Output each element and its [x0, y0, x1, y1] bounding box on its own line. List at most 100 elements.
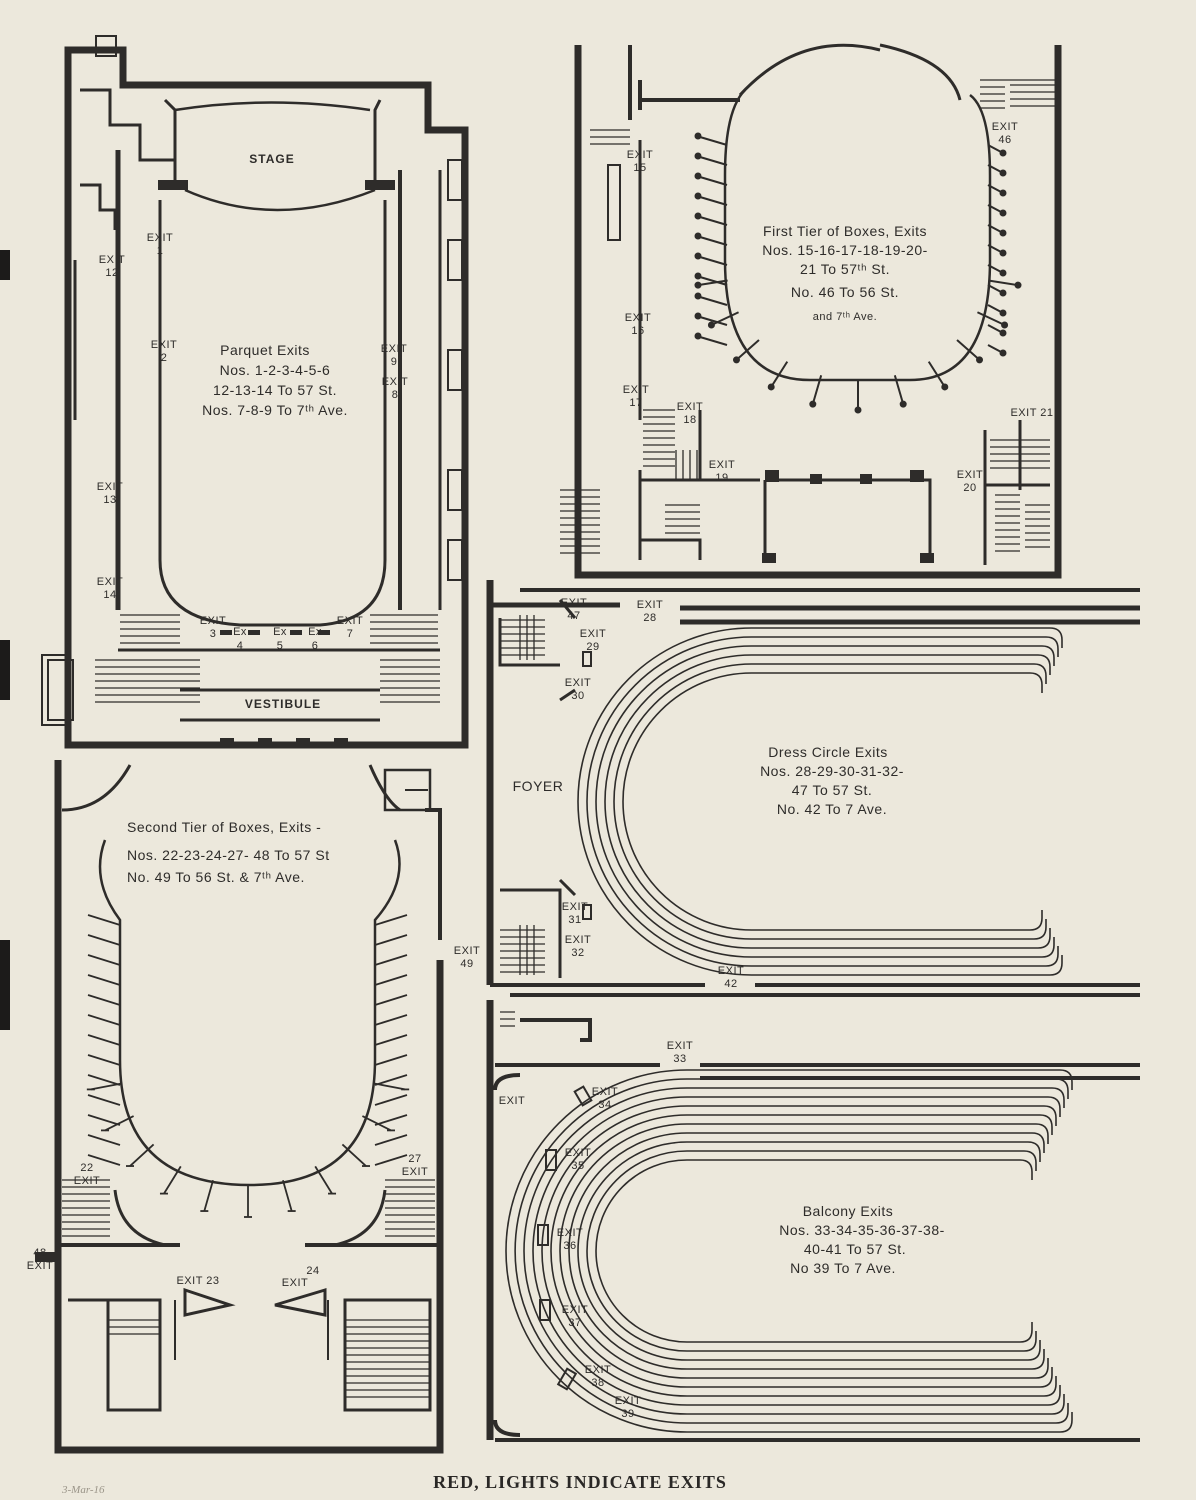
exit-word: EXIT	[957, 469, 983, 481]
exit-number: 35	[571, 1160, 584, 1172]
parquet-line: 12-13-14 To 57 St.	[213, 382, 337, 398]
second-tier-plan	[35, 760, 444, 1454]
exit-number: 2	[161, 352, 168, 364]
exit-word: EXIT	[562, 901, 588, 913]
exit-word: EXIT	[637, 599, 663, 611]
exit-marker-6: Ex 6	[308, 626, 322, 652]
exit-word: EXIT	[27, 1260, 53, 1272]
exit-number: 18	[683, 414, 696, 426]
dress-circle-title: Dress Circle Exits	[768, 744, 887, 760]
exit-number: 14	[103, 589, 116, 601]
exit-word: Ex	[233, 626, 247, 638]
exit-word: EXIT	[667, 1040, 693, 1052]
exit-word: EXIT	[580, 628, 606, 640]
exit-label: EXIT 21	[1010, 407, 1053, 419]
exit-number: 8	[392, 389, 399, 401]
vestibule-label: VESTIBULE	[245, 697, 321, 711]
exit-word: EXIT	[623, 384, 649, 396]
exit-word: Ex	[308, 626, 322, 638]
exit-word: EXIT	[382, 376, 408, 388]
exit-number: 38	[591, 1377, 604, 1389]
page-edge-damage	[0, 940, 10, 1030]
exit-number: 6	[312, 640, 319, 652]
exit-word: EXIT	[147, 232, 173, 244]
balcony-title: Balcony Exits	[803, 1203, 894, 1219]
exit-number: 3	[210, 628, 217, 640]
exit-word: EXIT	[454, 945, 480, 957]
exit-word: EXIT	[74, 1175, 100, 1187]
exit-number: 47	[567, 610, 580, 622]
first-tier-line: and 7ᵗʰ Ave.	[813, 311, 877, 323]
exit-word: EXIT	[627, 149, 653, 161]
first-tier-plan	[560, 43, 1062, 579]
exit-word: EXIT	[677, 401, 703, 413]
exit-number: 48	[33, 1247, 46, 1259]
labels: STAGE VESTIBULE FOYER Parquet Exits Nos.…	[27, 121, 1053, 1496]
exit-word: EXIT	[625, 312, 651, 324]
balcony-line: No 39 To 7 Ave.	[790, 1260, 896, 1276]
exit-word: EXIT	[561, 597, 587, 609]
exit-number: 24	[306, 1265, 319, 1277]
exit-number: 37	[568, 1317, 581, 1329]
exit-word: EXIT	[200, 615, 226, 627]
exit-word: EXIT	[97, 481, 123, 493]
exit-number: 7	[347, 628, 354, 640]
page-edge-damage	[0, 640, 10, 700]
exit-word: EXIT	[709, 459, 735, 471]
exit-word: EXIT	[585, 1364, 611, 1376]
exit-number: 16	[631, 325, 644, 337]
exit-number: 49	[460, 958, 473, 970]
first-tier-line: No. 46 To 56 St.	[791, 284, 899, 300]
exit-word: EXIT	[97, 576, 123, 588]
exit-number: 17	[629, 397, 642, 409]
exit-number: 29	[586, 641, 599, 653]
exit-number: 34	[598, 1099, 611, 1111]
exit-number: 39	[621, 1408, 634, 1420]
exit-number: 46	[998, 134, 1011, 146]
second-tier-line: No. 49 To 56 St. & 7ᵗʰ Ave.	[127, 869, 305, 885]
dress-circle-line: Nos. 28-29-30-31-32-	[760, 763, 904, 779]
exit-word: EXIT	[565, 934, 591, 946]
exit-number: 13	[103, 494, 116, 506]
second-tier-line: Nos. 22-23-24-27- 48 To 57 St	[127, 847, 330, 863]
exit-number: 22	[80, 1162, 93, 1174]
margin-pencil-note: 3-Mar-16	[61, 1484, 105, 1496]
exit-word: EXIT	[381, 343, 407, 355]
dress-circle-line: No. 42 To 7 Ave.	[777, 801, 887, 817]
exit-number: 20	[963, 482, 976, 494]
exit-word: EXIT	[565, 1147, 591, 1159]
exit-number: 31	[568, 914, 581, 926]
exit-word: EXIT	[565, 677, 591, 689]
exit-marker-4: Ex4	[233, 626, 247, 652]
exit-number: 12	[105, 267, 118, 279]
dress-circle-plan	[486, 580, 1140, 987]
exit-number: 1	[157, 245, 164, 257]
balcony-line: 40-41 To 57 St.	[804, 1241, 906, 1257]
exit-marker-5: Ex5	[273, 626, 287, 652]
exit-word: EXIT	[402, 1166, 428, 1178]
exit-word: Ex	[273, 626, 287, 638]
exit-number: 32	[571, 947, 584, 959]
